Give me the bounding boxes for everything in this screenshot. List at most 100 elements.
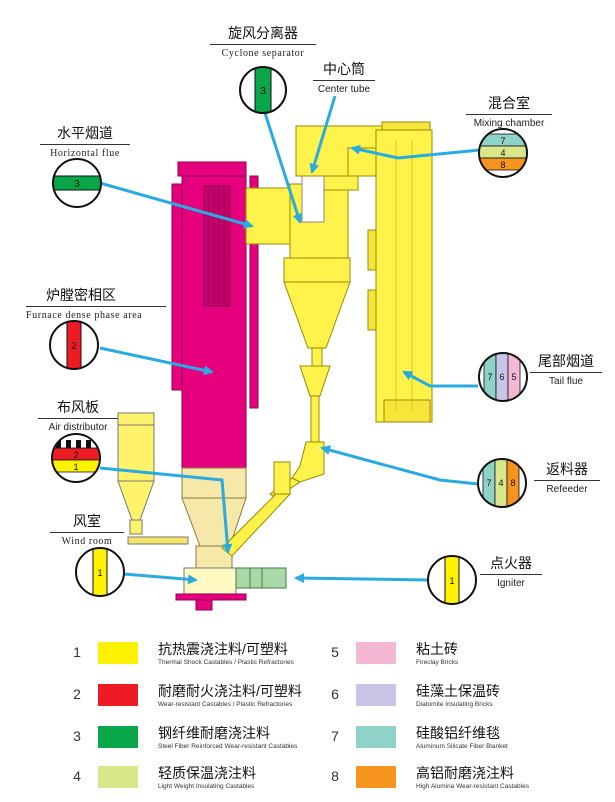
legend-swatch [356,642,396,664]
divider [530,372,602,373]
legend-swatch [356,726,396,748]
circle-furnace-number: 2 [71,341,77,352]
circle-refeeder-n1: 7 [486,478,491,488]
legend-number: 6 [331,686,339,702]
circle-tail-n3: 5 [511,372,516,382]
igniter [235,567,287,589]
divider [38,418,118,419]
legend-label-en: Wear-resistant Castables / Plastic Refra… [158,701,293,708]
circle-cyclone: 3 [239,66,287,114]
label-cyclone-en: Cyclone separator [221,48,305,59]
label-mixing-chamber-en: Mixing chamber [473,118,545,129]
label-refeeder-zh: 返料器 [546,461,588,477]
label-mixing-chamber-zh: 混合室 [488,95,530,111]
circle-mixing-n3: 8 [500,160,505,170]
arrow-center-tube [309,95,337,174]
label-furnace: 炉膛密相区 Furnace dense phase area [26,286,166,322]
legend-number: 3 [73,728,81,744]
label-mixing-chamber: 混合室 Mixing chamber [466,94,552,130]
legend-label-zh: 硅酸铝纤维毯 [416,725,500,741]
arrow-refeeder [320,445,479,486]
legend-label-zh: 高铝耐磨浇注料 [416,765,514,781]
circle-wind-room-number: 1 [97,568,102,578]
legend-swatch [98,642,138,664]
legend-label-en: Thermal Shock Castables / Plastic Refrac… [158,659,294,666]
label-center-tube: 中心筒 Center tube [313,60,375,96]
arrow-air-distributor [99,466,233,554]
legend-number: 4 [73,768,81,784]
circle-mixing-n1: 7 [500,136,505,146]
legend-label-zh: 耐磨耐火浇注料/可塑料 [158,683,302,699]
label-horizontal-flue-en: Horizontal flue [50,148,120,159]
arrow-tail-flue [402,370,478,388]
legend-label-zh: 粘土砖 [416,641,458,657]
label-igniter-zh: 点火器 [490,555,532,571]
legend-swatch [356,766,396,788]
circle-mixing-chamber: 7 4 8 [478,128,528,178]
circle-igniter: 1 [427,555,477,605]
label-refeeder-en: Refeeder [546,484,588,495]
pointer-arrows [99,95,481,585]
circle-tail-n1: 7 [487,372,492,382]
label-air-distributor: 布风板 Air distributor [38,398,118,434]
label-tail-flue: 尾部烟道 Tail flue [530,352,602,388]
divider [534,480,600,481]
coal-hopper [117,412,189,545]
legend-label-en: Fireclay Bricks [416,659,459,666]
legend-label-en: High Alumina Wear-resistant Castables [416,783,529,790]
label-igniter-en: Igniter [497,578,525,589]
divider [26,306,166,307]
material-legend: 1 抗热震浇注料/可塑料 Thermal Shock Castables / P… [0,628,615,802]
circle-furnace: 2 [49,320,99,370]
horizontal-flue [245,187,295,245]
label-center-tube-zh: 中心筒 [323,61,365,77]
legend-label-zh: 抗热震浇注料/可塑料 [158,641,288,657]
circle-tail-flue: 7 6 5 [478,352,528,402]
circle-refeeder-n3: 8 [510,478,515,488]
label-wind-room: 风室 Wind room [50,512,124,548]
arrow-horizontal-flue [99,181,254,229]
legend-swatch [356,684,396,706]
label-furnace-en: Furnace dense phase area [26,310,143,321]
label-center-tube-en: Center tube [317,84,371,95]
label-wind-room-en: Wind room [61,536,113,547]
legend-label-en: Steel Fiber Reinforced Wear-resistant Ca… [158,743,298,750]
circle-igniter-number: 1 [449,576,454,586]
arrow-mixing-chamber [350,144,481,160]
arrow-igniter [294,573,429,584]
label-cyclone-zh: 旋风分离器 [228,25,298,41]
label-wind-room-zh: 风室 [73,513,101,529]
boiler-diagram: 3 3 7 4 8 2 [49,66,528,611]
divider [313,80,375,81]
circle-wind-room: 1 [75,547,125,597]
label-horizontal-flue: 水平烟道 Horizontal flue [40,124,130,160]
divider [480,574,542,575]
label-horizontal-flue-zh: 水平烟道 [57,125,113,141]
legend-number: 8 [331,768,339,784]
label-furnace-zh: 炉膛密相区 [46,287,116,303]
legend-number: 1 [73,644,81,660]
circle-refeeder-n2: 4 [498,478,503,488]
divider [210,44,316,45]
circle-cyclone-number: 3 [260,86,266,97]
arrow-cyclone [262,109,303,224]
circle-horizontal-flue-number: 3 [74,179,80,190]
circle-mixing-n2: 4 [500,148,505,158]
legend-number: 7 [331,728,339,744]
legend-label-zh: 轻质保温浇注料 [158,765,256,781]
circle-tail-n2: 6 [499,372,504,382]
legend-swatch [98,684,138,706]
circle-air-n1: 2 [73,450,78,460]
legend-label-zh: 钢纤维耐磨浇注料 [158,725,270,741]
label-tail-flue-zh: 尾部烟道 [538,353,594,369]
legend-label-en: Light Weight Insulating Castables [158,783,255,790]
arrow-furnace [99,346,214,376]
circle-horizontal-flue: 3 [52,158,102,208]
legend-swatch [98,766,138,788]
legend-number: 5 [331,644,339,660]
label-air-distributor-zh: 布风板 [57,399,99,415]
divider [50,532,124,533]
label-tail-flue-en: Tail flue [549,376,583,387]
divider [40,144,130,145]
label-cyclone: 旋风分离器 Cyclone separator [210,24,316,60]
